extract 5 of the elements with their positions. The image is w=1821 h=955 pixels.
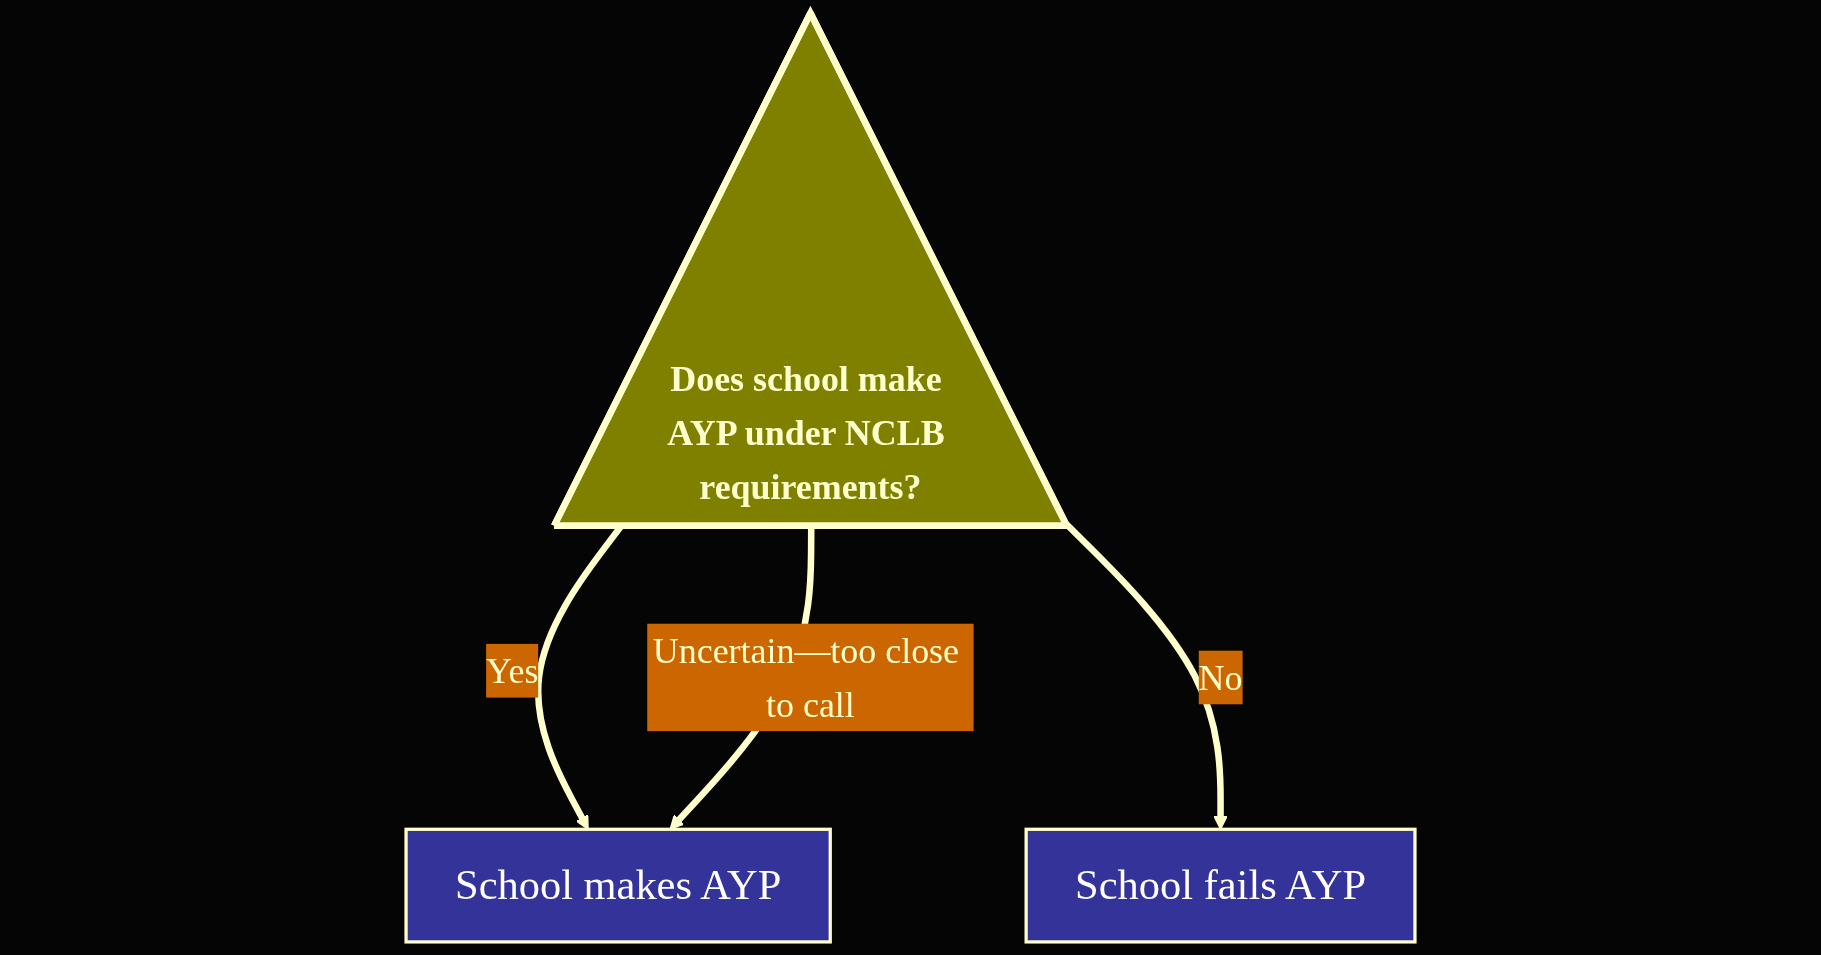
edge-label: No: [1198, 657, 1243, 698]
node-box: School makes AYP: [404, 827, 832, 944]
node-box: School fails AYP: [1024, 827, 1417, 944]
edge-label: Yes: [486, 650, 539, 692]
edge-label: Uncertain—too close to call: [652, 630, 960, 725]
